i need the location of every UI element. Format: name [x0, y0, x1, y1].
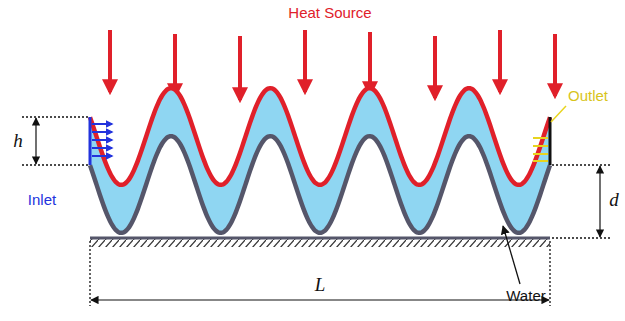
outflow-line: [533, 160, 548, 162]
dimension-arrow: [91, 299, 549, 300]
heat-arrow: [498, 30, 502, 92]
heat-arrow: [303, 30, 307, 92]
dimension-label: L: [315, 275, 326, 296]
extension-line: [89, 241, 90, 306]
extension-line: [22, 116, 88, 117]
base-plate: [90, 237, 550, 240]
inlet-boundary: [89, 117, 92, 165]
heat-arrow: [433, 36, 437, 98]
inflow-arrow: [92, 155, 112, 157]
dimension-arrow: [35, 118, 36, 164]
outflow-line: [533, 137, 548, 139]
inflow-arrow: [92, 139, 112, 141]
leader-arrow: [503, 226, 520, 284]
inflow-arrow: [92, 131, 112, 133]
heat-arrow: [553, 34, 557, 96]
outflow-line: [533, 145, 548, 147]
heat-source-label: Heat Source: [288, 5, 371, 22]
heat-arrow: [368, 32, 372, 94]
water-region: [90, 88, 550, 233]
extension-line: [552, 164, 612, 165]
inlet-label: Inlet: [28, 192, 56, 209]
heated-wall: [90, 88, 550, 185]
dimension-label: d: [609, 190, 619, 211]
outflow-line: [533, 153, 548, 155]
extension-line: [552, 237, 612, 238]
extension-line: [22, 164, 88, 165]
heat-arrow: [108, 30, 112, 92]
heat-arrow: [238, 36, 242, 100]
part-label: Water: [506, 288, 545, 305]
inflow-arrow: [92, 147, 112, 149]
outlet-leader: [551, 106, 566, 122]
outlet-label: Outlet: [568, 88, 608, 105]
dimension-arrow: [599, 166, 600, 237]
dimension-label: h: [13, 131, 23, 152]
outlet-boundary: [549, 117, 552, 165]
extension-line: [549, 241, 550, 306]
inflow-arrow: [92, 123, 112, 125]
ground-hatch: [90, 239, 550, 247]
